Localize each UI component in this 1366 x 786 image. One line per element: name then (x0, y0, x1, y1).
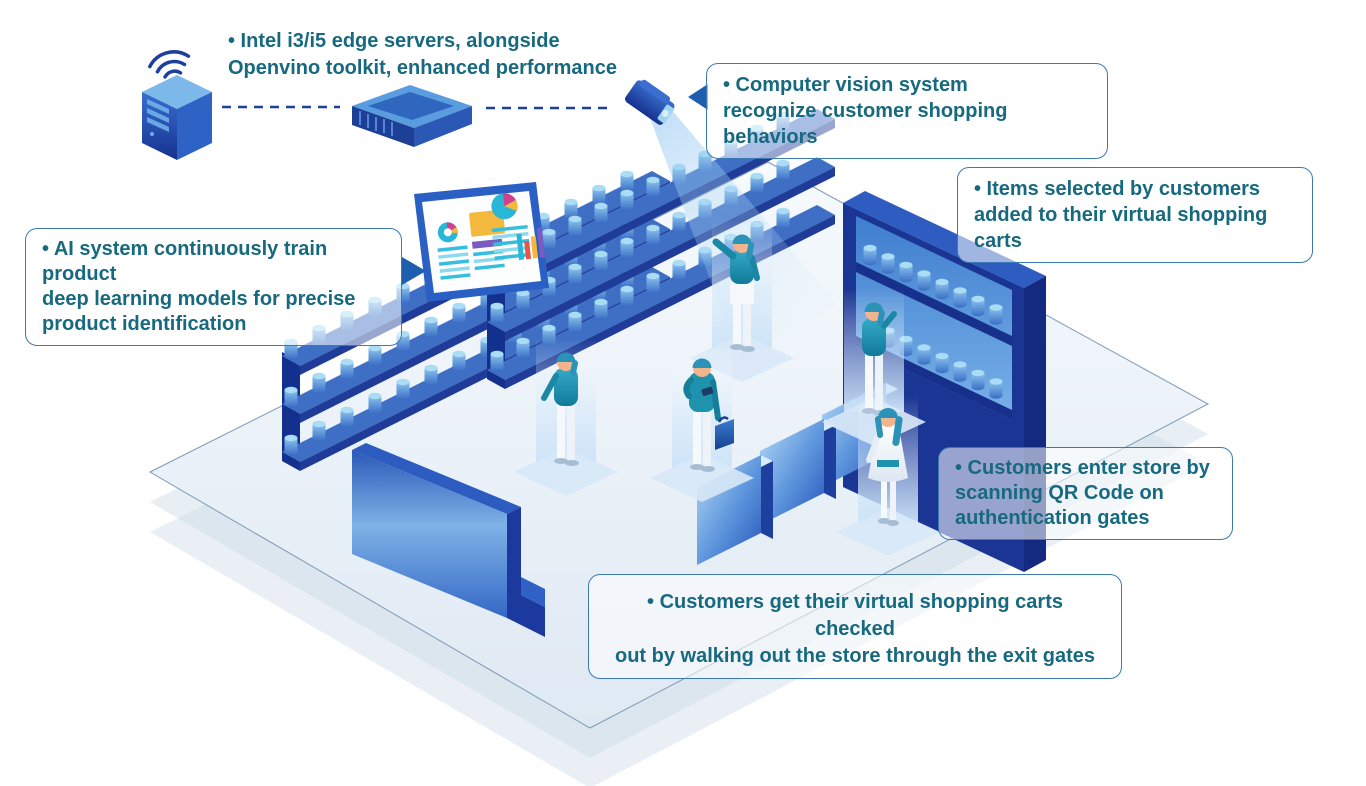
callout-arrow-left-icon (688, 84, 708, 110)
checkout-exit-callout: • Customers get their virtual shopping c… (588, 574, 1122, 679)
callout-line: • AI system continuously train product (42, 238, 328, 285)
callout-line: recognize customer shopping behaviors (723, 100, 1008, 148)
customer-figure (514, 338, 618, 496)
callout-line: deep learning models for precise (42, 288, 356, 310)
callout-line: product identification (42, 313, 247, 335)
edge-server-tower-icon (142, 75, 212, 160)
note-line: • Intel i3/i5 edge servers, alongside (228, 30, 560, 52)
virtual-cart-callout: • Items selected by customers added to t… (957, 167, 1313, 263)
intel-edge-server-note: • Intel i3/i5 edge servers, alongside Op… (228, 28, 628, 82)
entry-gate (760, 419, 836, 525)
exit-gate-wall (352, 443, 545, 637)
callout-line: • Items selected by customers (974, 178, 1261, 200)
callout-line: • Customers enter store by (955, 457, 1210, 479)
note-line: Openvino toolkit, enhanced performance (228, 57, 617, 79)
callout-line: scanning QR Code on (955, 482, 1164, 504)
callout-line: • Computer vision system (723, 74, 968, 96)
callout-line: authentication gates (955, 507, 1150, 529)
ai-training-callout: • AI system continuously train product d… (25, 228, 402, 346)
customer-figure (650, 342, 754, 502)
security-camera-icon (625, 79, 675, 125)
analytics-dashboard-icon (414, 182, 549, 302)
callout-arrow-right-icon (402, 257, 426, 285)
qr-entry-callout: • Customers enter store by scanning QR C… (938, 447, 1233, 540)
callout-line: out by walking out the store through the… (614, 645, 1096, 667)
callout-line: added to their virtual shopping carts (974, 204, 1268, 252)
wifi-icon (148, 50, 191, 84)
edge-server-box-icon (352, 85, 472, 147)
computer-vision-callout: • Computer vision system recognize custo… (706, 63, 1108, 159)
customer-figure (836, 396, 940, 556)
callout-line: • Customers get their virtual shopping c… (647, 591, 1063, 640)
